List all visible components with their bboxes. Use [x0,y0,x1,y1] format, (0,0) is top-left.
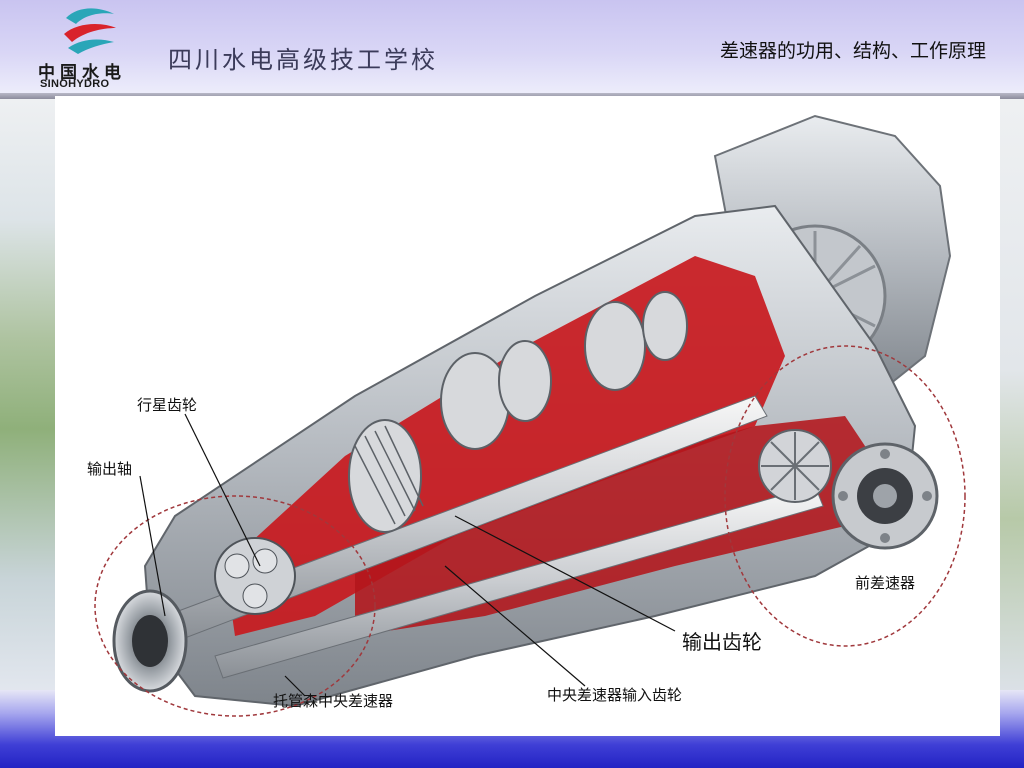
label-torsen-center-differential: 托管森中央差速器 [273,692,394,710]
slide-title: 差速器的功用、结构、工作原理 [719,40,986,62]
output-flange-bore [132,615,168,667]
label-front-differential: 前差速器 [855,574,916,592]
transmission-cutaway-image: 行星齿轮 输出轴 前差速器 输出齿轮 托管森中央差速器 中央差速器输入齿轮 [55,96,1000,736]
leader-lines [139,413,676,697]
label-output-shaft: 输出轴 [87,460,133,478]
logo-chinese-text: 中国水电 [38,63,126,83]
front-differential-unit [758,429,939,550]
callout-circle-right [724,345,966,647]
torsen-differential [214,537,296,615]
label-center-diff-input-gear: 中央差速器输入齿轮 [547,686,683,704]
label-output-gear: 输出齿轮 [682,630,762,654]
background-scenery-left [0,99,55,699]
sinohydro-logo-icon [64,8,116,54]
school-name: 四川水电高级技工学校 [168,46,438,74]
logo-english-text: SINOHYDRO [40,78,110,90]
transmission-cutaway-drawing [94,114,966,717]
label-planetary-gear: 行星齿轮 [137,396,198,414]
callout-circle-left [94,495,376,717]
background-scenery-right [998,99,1024,699]
gear-set-middle [348,291,688,533]
slide-header: 中国水电 SINOHYDRO 四川水电高级技工学校 差速器的功用、结构、工作原理 [0,0,1024,96]
lower-shaft [214,485,824,679]
